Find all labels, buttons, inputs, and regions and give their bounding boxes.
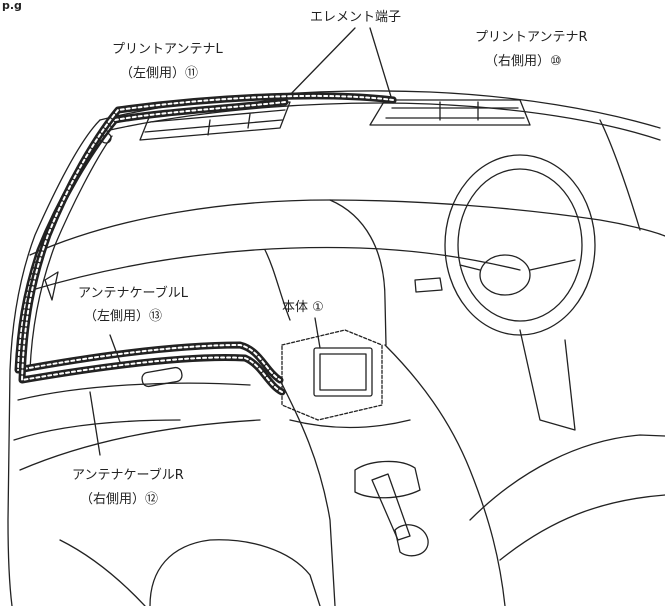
label-element-terminal: エレメント端子 (310, 10, 402, 25)
label-cable-l-sub: （左側用）⑬ (84, 309, 163, 324)
antenna-cable-l-dash (17, 101, 286, 381)
console-right-edge (384, 344, 506, 606)
console-left-edge (279, 379, 336, 606)
steering-wheel-outer (444, 154, 596, 336)
steering-spoke (459, 259, 576, 271)
a-pillar-right (599, 119, 641, 231)
leader-cable-r (89, 391, 101, 456)
print-antenna-r-film (369, 99, 531, 126)
console-top (289, 419, 411, 429)
steering-wheel-inner (457, 168, 583, 322)
label-print-antenna-r: プリントアンテナR (475, 30, 588, 45)
seat-left (149, 539, 321, 606)
print-antenna-l-tick (207, 113, 251, 136)
print-antenna-l-line2 (144, 119, 283, 133)
print-antenna-r-tick (439, 101, 479, 121)
main-unit-box (281, 329, 383, 421)
steering-column (519, 329, 576, 431)
glovebox-lower (19, 419, 261, 471)
dash-lower-left (13, 419, 181, 441)
label-main-unit: 本体 ① (282, 300, 324, 315)
shift-knob (394, 524, 429, 557)
steering-hub (479, 254, 531, 296)
label-print-antenna-l: プリントアンテナL (112, 42, 223, 57)
shift-boot (354, 460, 421, 499)
leader-element-terminal-l (284, 27, 356, 101)
label-print-antenna-l-sub: （左側用）⑪ (120, 66, 199, 81)
leader-element-terminal-r (369, 27, 393, 101)
corner-mark: р.g (2, 0, 22, 12)
left-vent (44, 271, 59, 301)
antenna-cable-r-dash (21, 94, 394, 393)
dash-center-curve (264, 249, 291, 321)
label-print-antenna-r-sub: （右側用）⑩ (485, 54, 562, 69)
floor-line (59, 539, 146, 606)
seat-right (469, 434, 665, 521)
wiper-stalk (414, 277, 443, 293)
dashboard-edge (31, 246, 521, 291)
a-pillar-left-outer (7, 119, 101, 606)
shift-lever (371, 473, 411, 541)
label-cable-l: アンテナケーブルL (78, 286, 188, 301)
leader-main-unit (314, 317, 321, 349)
seat-right-edge (499, 494, 665, 561)
dash-hood (329, 199, 387, 346)
label-cable-r: アンテナケーブルR (72, 468, 184, 483)
glovebox-line (17, 382, 251, 401)
antenna-cable-l-outline (14, 98, 289, 384)
label-cable-r-sub: （右側用）⑫ (80, 492, 159, 507)
dashboard-top (29, 199, 665, 256)
main-unit-screen (319, 353, 367, 391)
windshield-top-inner (109, 102, 661, 141)
glovebox-handle (141, 366, 183, 388)
main-unit-face (313, 347, 373, 397)
print-antenna-l-line1 (149, 109, 286, 123)
